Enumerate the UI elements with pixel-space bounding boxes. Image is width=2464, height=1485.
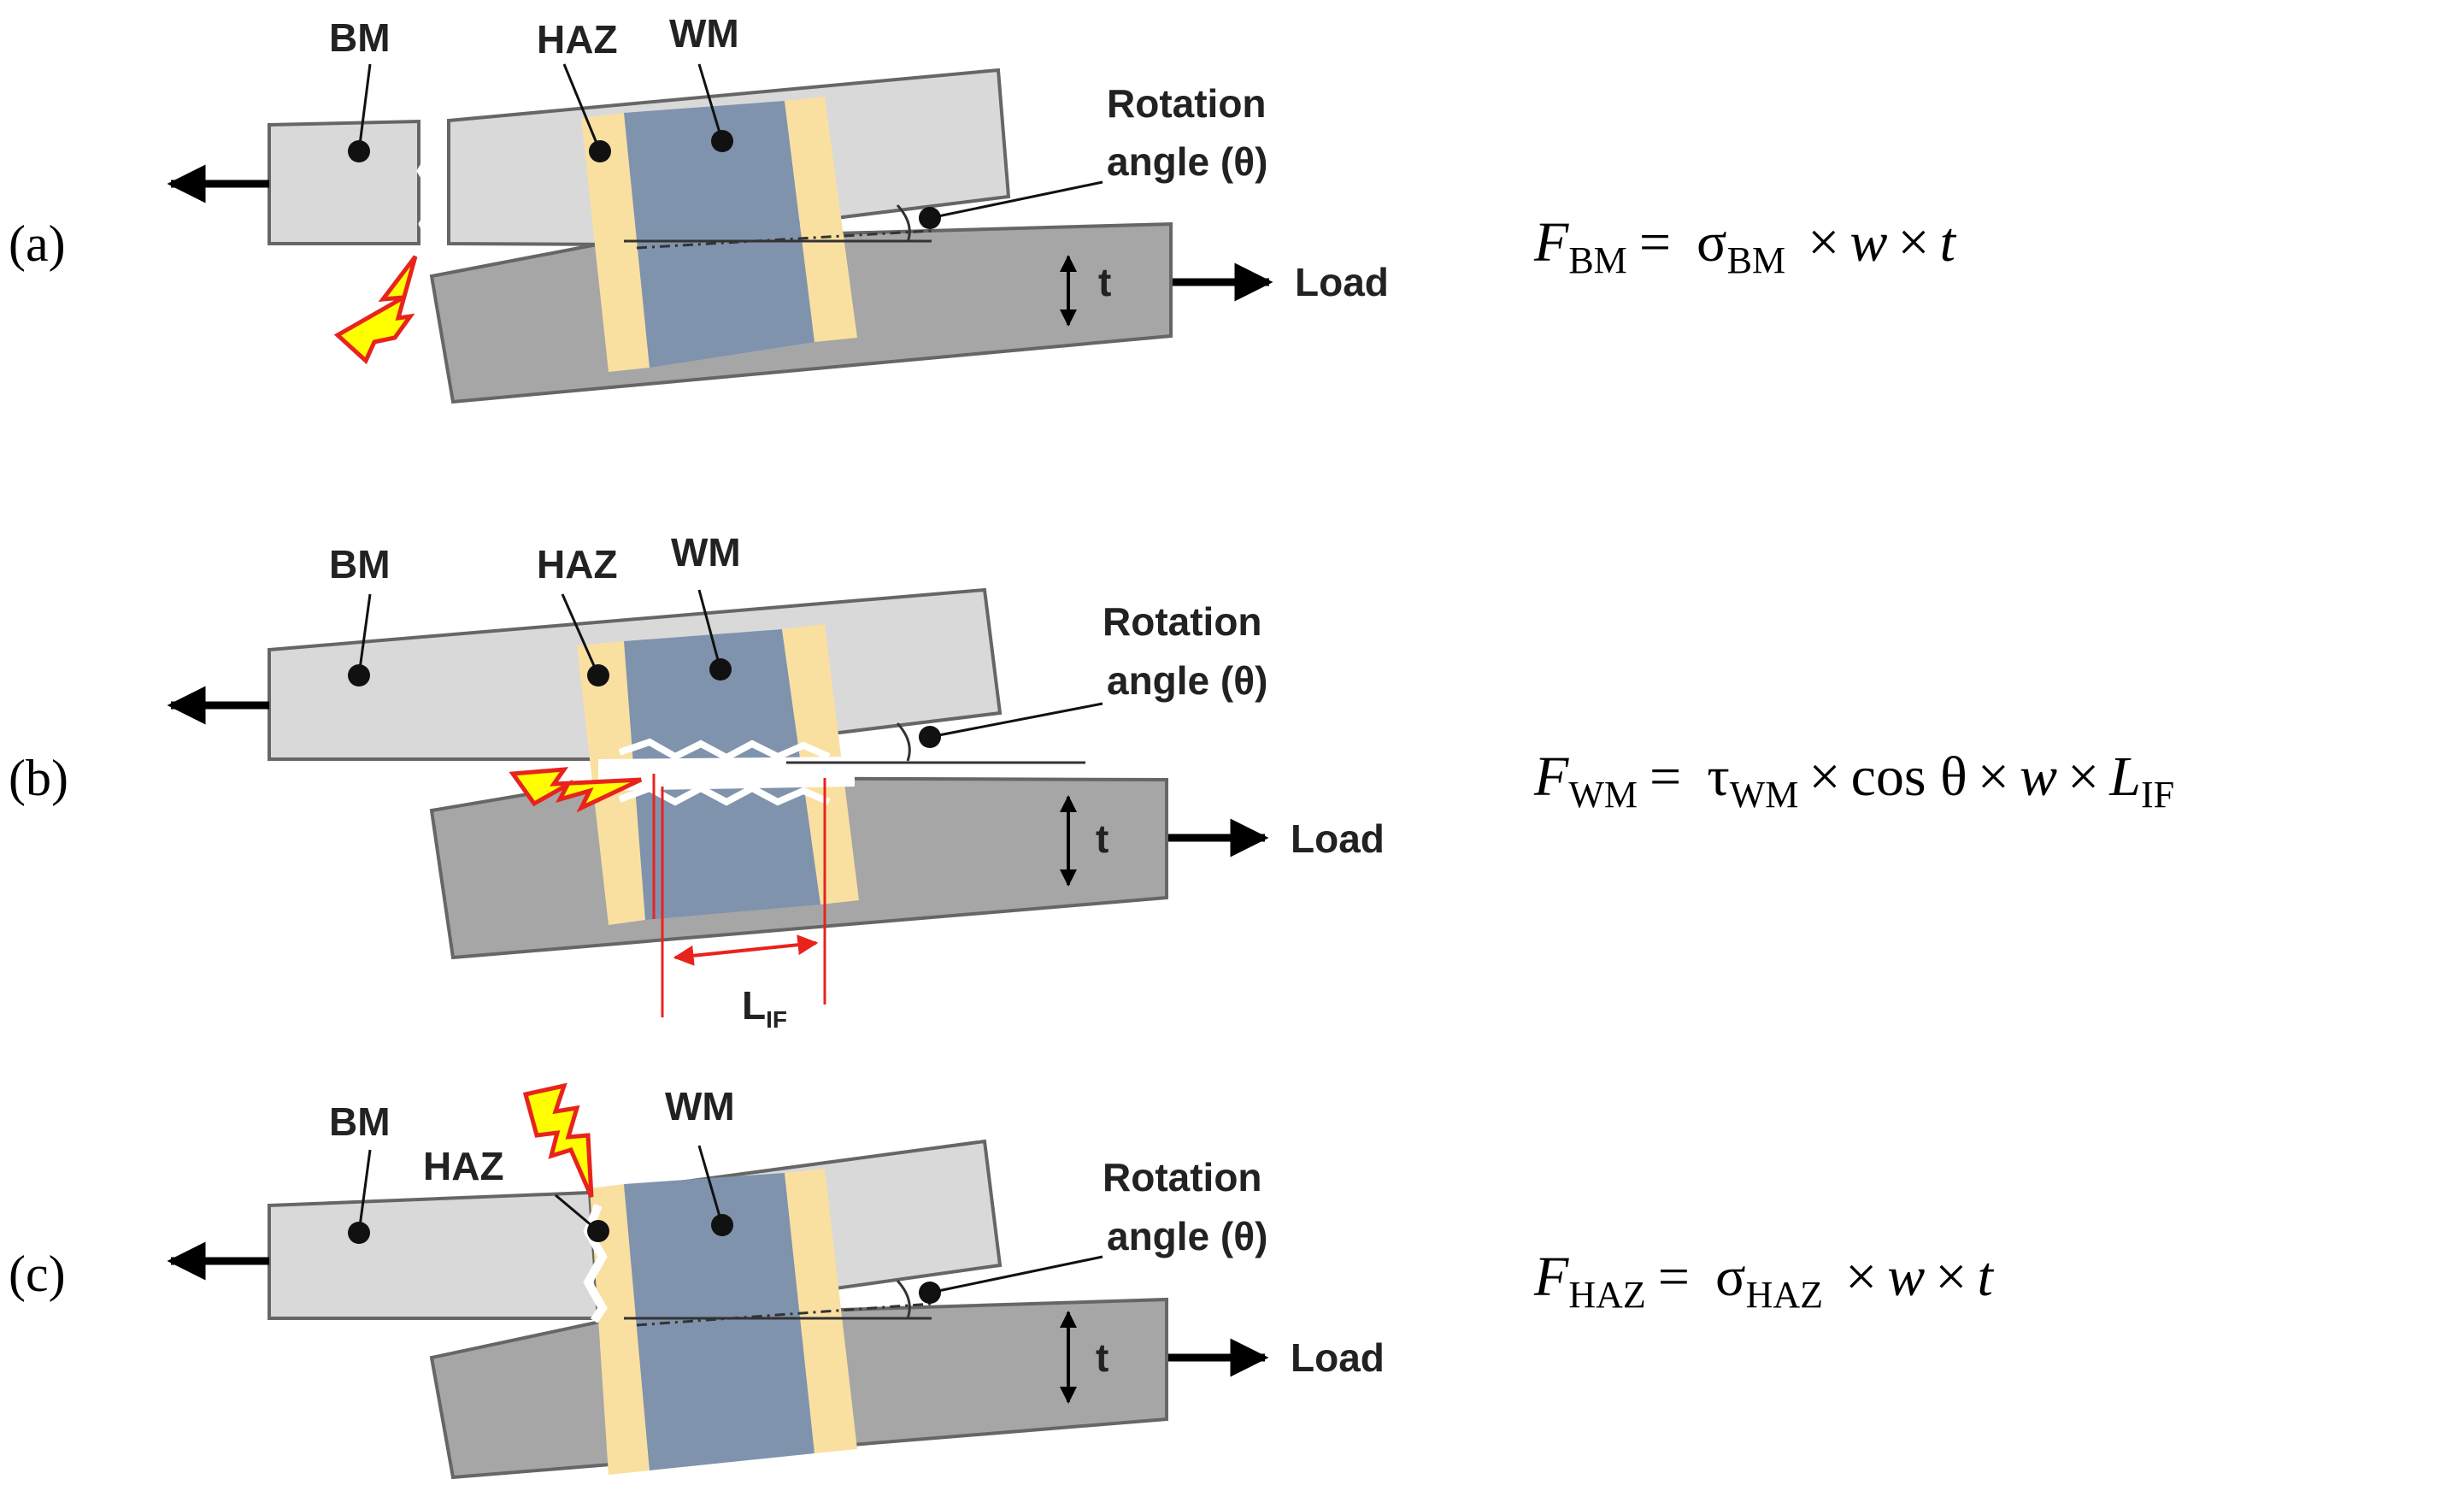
panel-label-c: (c) (9, 1246, 66, 1302)
label-rotation-1: Rotation (1103, 599, 1262, 644)
haz-right (785, 97, 857, 342)
label-bm: BM (329, 1099, 391, 1144)
interface-gap (598, 757, 855, 791)
panel-b: BM HAZ WM Rotation angle (θ) t Load LIF … (9, 530, 2174, 1033)
label-load: Load (1291, 816, 1385, 861)
panel-a: BM HAZ WM Rotation angle (θ) t Load (a) … (9, 11, 1957, 404)
fracture-crack (416, 117, 444, 246)
label-load: Load (1291, 1335, 1385, 1380)
label-dimension: LIF (742, 983, 787, 1033)
equation-c: FHAZ=σHAZ×w×t (1533, 1246, 1995, 1316)
fracture-crack (618, 738, 831, 762)
label-rotation-1: Rotation (1103, 1155, 1262, 1199)
label-haz: HAZ (537, 542, 618, 586)
label-rotation-1: Rotation (1107, 81, 1267, 126)
label-haz: HAZ (537, 17, 618, 62)
label-bm: BM (329, 15, 391, 60)
fracture-bolt-icon (333, 255, 418, 365)
haz-left (581, 113, 650, 372)
label-wm: WM (671, 530, 741, 575)
equation-a: FBM=σBM×w×t (1533, 211, 1957, 281)
panel-c: BM HAZ WM Rotation angle (θ) t Load (c) … (9, 1082, 1995, 1480)
label-haz: HAZ (423, 1144, 504, 1188)
label-rotation-2: angle (θ) (1107, 658, 1267, 703)
label-thickness: t (1096, 816, 1109, 861)
fracture-bolt-icon (509, 767, 643, 813)
weld-metal (624, 1173, 814, 1470)
upper-plate-left (268, 1190, 601, 1320)
label-bm: BM (329, 542, 391, 586)
label-wm: WM (665, 1084, 735, 1128)
label-thickness: t (1098, 260, 1111, 304)
label-thickness: t (1096, 1335, 1109, 1380)
fracture-bolt-icon (522, 1082, 594, 1198)
label-rotation-2: angle (θ) (1107, 1214, 1267, 1258)
equation-b: FWM=τWM×cos θ×w×LIF (1533, 745, 2174, 816)
panel-label-a: (a) (9, 215, 66, 272)
panel-label-b: (b) (9, 750, 68, 806)
upper-plate-left (268, 119, 420, 245)
label-wm: WM (669, 11, 739, 56)
label-rotation-2: angle (θ) (1107, 139, 1267, 184)
label-load: Load (1295, 260, 1389, 304)
weld-metal (624, 101, 814, 368)
